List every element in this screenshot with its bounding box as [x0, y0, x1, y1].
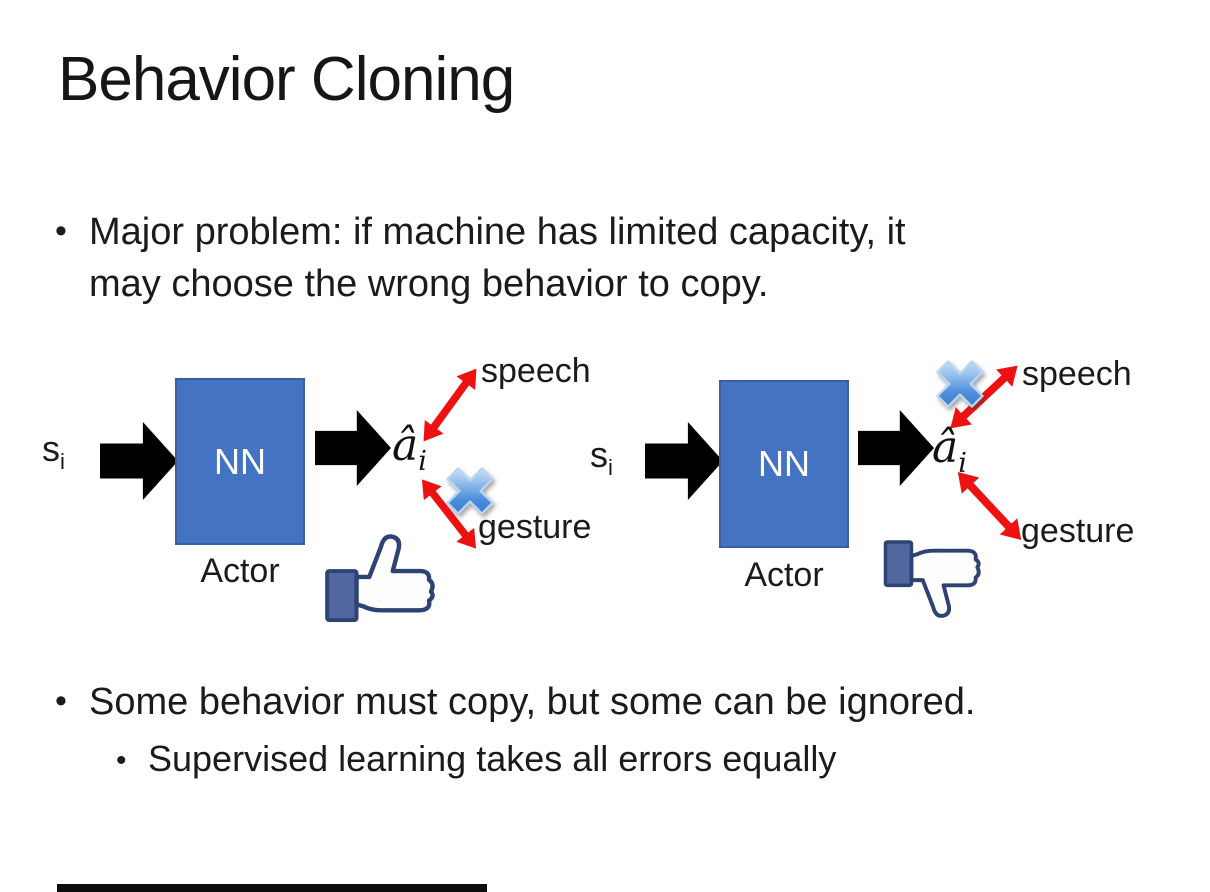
output-action-label: âi — [932, 422, 967, 479]
page-title: Behavior Cloning — [58, 45, 515, 114]
cross-out-icon — [930, 354, 990, 414]
speech-label: speech — [481, 352, 591, 390]
block-arrow-icon — [645, 422, 723, 500]
bullet-marker: • — [116, 744, 127, 777]
nn-box: NN — [719, 380, 849, 548]
block-arrow-icon — [858, 410, 934, 486]
actor-caption: Actor — [744, 556, 824, 594]
nn-box: NN — [175, 378, 305, 545]
thumbs-down-icon — [883, 540, 981, 618]
bullet-text-major-problem: Major problem: if machine has limited ca… — [89, 206, 1159, 310]
speech-arrow-icon — [414, 361, 486, 449]
thumbs-up-icon — [320, 528, 444, 624]
bullet-marker: • — [55, 682, 67, 720]
bullet-line: Major problem: if machine has limited ca… — [89, 211, 906, 253]
nn-label: NN — [214, 440, 266, 482]
bullet-text-some-behavior: Some behavior must copy, but some can be… — [89, 681, 976, 723]
block-arrow-icon — [100, 422, 178, 500]
bullet-line: may choose the wrong behavior to copy. — [89, 263, 769, 305]
output-action-label: âi — [392, 420, 427, 477]
block-arrow-icon — [315, 410, 391, 486]
input-state-label: si — [590, 434, 613, 481]
bottom-edge-bar — [57, 884, 487, 892]
actor-caption: Actor — [200, 552, 280, 590]
sub-bullet-text-supervised: Supervised learning takes all errors equ… — [148, 738, 837, 779]
nn-label: NN — [758, 443, 810, 484]
gesture-label: gesture — [1021, 512, 1135, 550]
gesture-label: gesture — [478, 508, 592, 546]
bullet-marker: • — [55, 212, 67, 250]
input-state-label: si — [42, 428, 65, 475]
speech-label: speech — [1022, 355, 1132, 393]
